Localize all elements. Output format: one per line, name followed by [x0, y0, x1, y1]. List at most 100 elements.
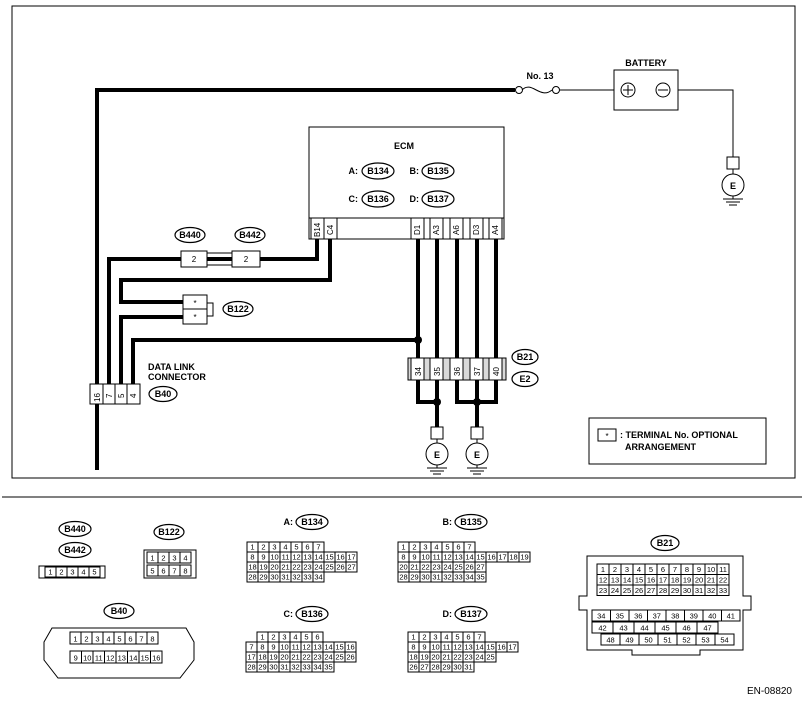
b21-pin-label: 32	[707, 586, 715, 595]
b136-pin-label: 21	[291, 653, 299, 662]
b40-pin-label: 12	[106, 654, 114, 663]
b134-pin-label: 19	[259, 563, 267, 572]
b21-oval	[511, 348, 539, 366]
b136-pin-cell	[322, 661, 335, 673]
b135-pin-label: 19	[520, 553, 528, 562]
b134-pin-label: 6	[305, 543, 309, 552]
b135-pin-label: 17	[498, 553, 506, 562]
b21-connector: 34 35 36 37 40 B21 E2	[407, 348, 539, 388]
b135-pin-label: 9	[412, 553, 416, 562]
b21-pin-label: 46	[682, 624, 690, 633]
b21-pin-label: 20	[695, 576, 703, 585]
b40-pin-label: 6	[128, 635, 132, 644]
b135-pin-label: 6	[456, 543, 460, 552]
b21-pin-label: 8	[685, 565, 689, 574]
view-b440-code: B440	[64, 524, 86, 534]
b136-pin-label: 13	[313, 643, 321, 652]
b134-pin-label: 13	[303, 553, 311, 562]
b21-pin-label: 54	[720, 636, 728, 645]
b21-pin-40: 40	[492, 367, 501, 376]
b137-pin-label: 31	[464, 663, 472, 672]
b135-pin-label: 14	[465, 553, 473, 562]
b136-pin-label: 31	[280, 663, 288, 672]
b135-pin-label: 8	[401, 553, 405, 562]
b21-pin-label: 40	[708, 612, 716, 621]
ecm-pin-d1: D1	[413, 224, 422, 235]
b21-pin-cell	[696, 621, 719, 634]
b21-pin-cell	[716, 584, 730, 596]
b122-pin-cell	[179, 551, 192, 564]
b134-pin-cell	[345, 561, 358, 573]
b440-pin: 2	[192, 255, 197, 264]
dlc-pin-4: 4	[129, 393, 138, 398]
dlc-pin-5: 5	[117, 393, 126, 398]
b134-pin-label: 15	[325, 553, 333, 562]
b134-pin-label: 16	[336, 553, 344, 562]
b21-pin-label: 18	[671, 576, 679, 585]
ecm-conn-a-prefix: A:	[349, 166, 359, 176]
ecm-pin-b14: B14	[313, 222, 322, 237]
ecm-title: ECM	[394, 141, 414, 151]
b21-pin-label: 1	[601, 565, 605, 574]
b21-pin-label: 34	[597, 612, 605, 621]
b136-pin-label: 15	[335, 643, 343, 652]
b40-pin-label: 11	[95, 654, 103, 663]
b136-pin-label: 2	[271, 633, 275, 642]
b122-pin-label: 2	[161, 554, 165, 563]
b21-pin-label: 29	[671, 586, 679, 595]
ecm-conn-a-oval	[361, 162, 395, 180]
ground-left-label: E	[434, 450, 440, 460]
b21-pin-label: 38	[671, 612, 679, 621]
b136-pin-label: 16	[346, 643, 354, 652]
b137-pin-label: 22	[453, 653, 461, 662]
b21-pin-label: 21	[707, 576, 715, 585]
b21-pin-label: 26	[635, 586, 643, 595]
b135-pin-label: 2	[412, 543, 416, 552]
b135-pin-label: 28	[399, 573, 407, 582]
b40-pin-cell	[150, 650, 163, 664]
b134-pin-label: 27	[347, 563, 355, 572]
dlc-label-2: CONNECTOR	[148, 372, 206, 382]
b136-pin-label: 9	[271, 643, 275, 652]
ecm-pin-a3: A3	[432, 225, 441, 235]
b21-pin-37: 37	[473, 367, 482, 376]
legend: * : TERMINAL No. OPTIONAL ARRANGEMENT	[588, 417, 767, 465]
b137-pin-label: 27	[420, 663, 428, 672]
ecm-pin-d3: D3	[472, 224, 481, 235]
b21-pin-label: 27	[647, 586, 655, 595]
b21-pin-label: 12	[599, 576, 607, 585]
b135-pin-label: 1	[401, 543, 405, 552]
b135-pin-cell	[518, 551, 531, 563]
b122-pin-label: 7	[172, 567, 176, 576]
b135-pin-label: 22	[421, 563, 429, 572]
ground-right: E	[465, 426, 489, 475]
b137-pin-label: 15	[486, 643, 494, 652]
b136-pin-label: 22	[302, 653, 310, 662]
b136-pin-label: 5	[304, 633, 308, 642]
b137-pin-label: 14	[475, 643, 483, 652]
power-supply: No. 13 BATTERY E	[95, 58, 745, 470]
b135-pin-label: 20	[399, 563, 407, 572]
b137-pin-label: 16	[497, 643, 505, 652]
dlc-label-1: DATA LINK	[148, 362, 195, 372]
b21-pin-label: 5	[649, 565, 653, 574]
b21-pin-label: 23	[599, 586, 607, 595]
b40-pin-label: 15	[141, 654, 149, 663]
b134-pin-label: 8	[250, 553, 254, 562]
view-c-prefix: C:	[284, 609, 294, 619]
ecm-pin-a4: A4	[491, 225, 500, 235]
b40-pin-label: 3	[95, 635, 99, 644]
b122-code: B122	[227, 304, 249, 314]
b21-pin-36: 36	[453, 367, 462, 376]
b21-pin-label: 42	[598, 624, 606, 633]
b21-pin-label: 15	[635, 576, 643, 585]
b135-pin-label: 31	[432, 573, 440, 582]
b137-pin-label: 6	[466, 633, 470, 642]
view-d-prefix: D:	[443, 609, 453, 619]
b21-pin-35: 35	[433, 367, 442, 376]
b137-pin-label: 17	[508, 643, 516, 652]
b21-pin-cell	[714, 633, 735, 646]
b137-pin-label: 30	[453, 663, 461, 672]
view-b40-code: B40	[111, 606, 128, 616]
b136-pin-label: 18	[258, 653, 266, 662]
